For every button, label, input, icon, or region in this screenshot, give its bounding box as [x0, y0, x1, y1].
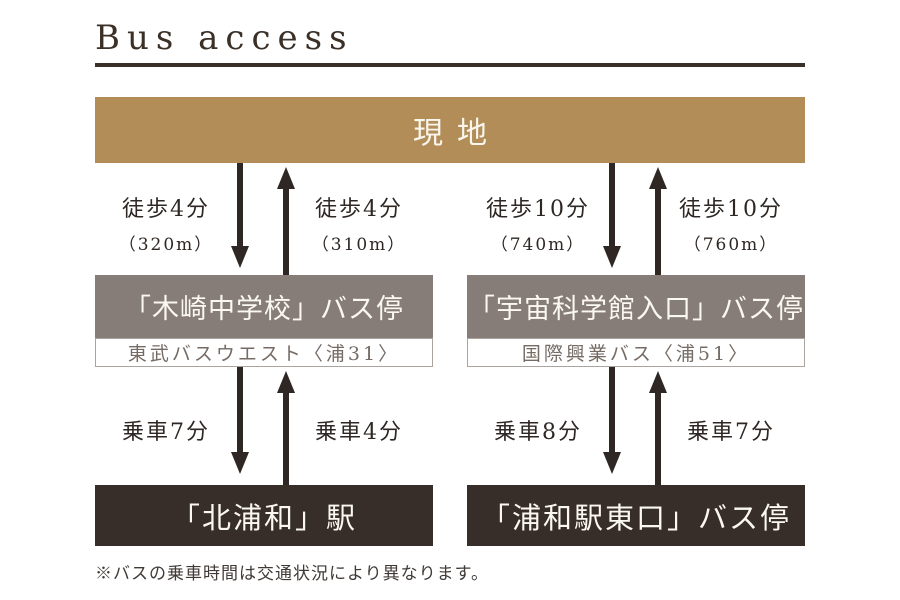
route-column-uchukagakukan: 徒歩10分 （740m） 徒歩10分 （760m） 「宇宙科学館入口」バス停 国… — [467, 0, 805, 600]
arrow-head — [603, 452, 621, 474]
walk-down-arrow-icon — [231, 163, 249, 268]
walk-down-arrow-icon — [603, 163, 621, 268]
arrow-stem — [655, 188, 661, 275]
walk-time-label: 徒歩4分 — [315, 197, 403, 222]
page-title: Bus access — [95, 18, 354, 58]
arrow-stem — [609, 163, 615, 247]
ride-time-from-terminal: 乗車4分 — [315, 420, 403, 445]
ride-time-to-terminal: 乗車8分 — [494, 420, 582, 445]
walk-distance-label: （740m） — [490, 235, 586, 255]
arrow-head — [231, 246, 249, 268]
arrow-head — [277, 167, 295, 189]
arrow-head — [231, 452, 249, 474]
arrow-stem — [283, 188, 289, 275]
walk-time-from-stop: 徒歩4分 （310m） — [285, 191, 433, 255]
arrow-head — [649, 371, 667, 393]
ride-down-arrow-icon — [231, 367, 249, 474]
walk-time-to-stop: 徒歩10分 （740m） — [467, 191, 609, 255]
arrow-head — [277, 371, 295, 393]
bus-line-box: 東武バスウエスト〈浦31〉 — [95, 338, 433, 367]
site-banner: 現地 — [95, 97, 805, 163]
arrow-head — [603, 246, 621, 268]
ride-time-from-terminal: 乗車7分 — [687, 420, 775, 445]
terminal-banner: 「北浦和」駅 — [95, 485, 433, 546]
walk-up-arrow-icon — [649, 167, 667, 275]
arrow-stem — [237, 367, 243, 453]
arrow-stem — [655, 392, 661, 485]
arrow-head — [649, 167, 667, 189]
walk-distance-label: （310m） — [311, 235, 407, 255]
title-underline — [95, 63, 805, 67]
ride-down-arrow-icon — [603, 367, 621, 474]
site-banner-label: 現地 — [413, 116, 501, 151]
footnote: ※バスの乗車時間は交通状況により異なります。 — [95, 564, 489, 584]
walk-time-from-stop: 徒歩10分 （760m） — [657, 191, 805, 255]
walk-up-arrow-icon — [277, 167, 295, 275]
walk-time-label: 徒歩10分 — [679, 197, 783, 222]
bus-stop-banner: 「宇宙科学館入口」バス停 — [467, 275, 805, 338]
walk-distance-label: （760m） — [683, 235, 779, 255]
route-column-kizaki: 徒歩4分 （320m） 徒歩4分 （310m） 「木崎中学校」バス停 東武バスウ… — [95, 0, 433, 600]
arrow-stem — [609, 367, 615, 453]
arrow-stem — [237, 163, 243, 247]
walk-time-to-stop: 徒歩4分 （320m） — [95, 191, 237, 255]
walk-time-label: 徒歩4分 — [122, 197, 210, 222]
walk-distance-label: （320m） — [118, 235, 214, 255]
ride-time-to-terminal: 乗車7分 — [122, 420, 210, 445]
arrow-stem — [283, 392, 289, 485]
walk-time-label: 徒歩10分 — [486, 197, 590, 222]
ride-up-arrow-icon — [277, 371, 295, 485]
ride-up-arrow-icon — [649, 371, 667, 485]
bus-line-box: 国際興業バス〈浦51〉 — [467, 338, 805, 367]
bus-stop-banner: 「木崎中学校」バス停 — [95, 275, 433, 338]
terminal-banner: 「浦和駅東口」バス停 — [467, 485, 805, 546]
